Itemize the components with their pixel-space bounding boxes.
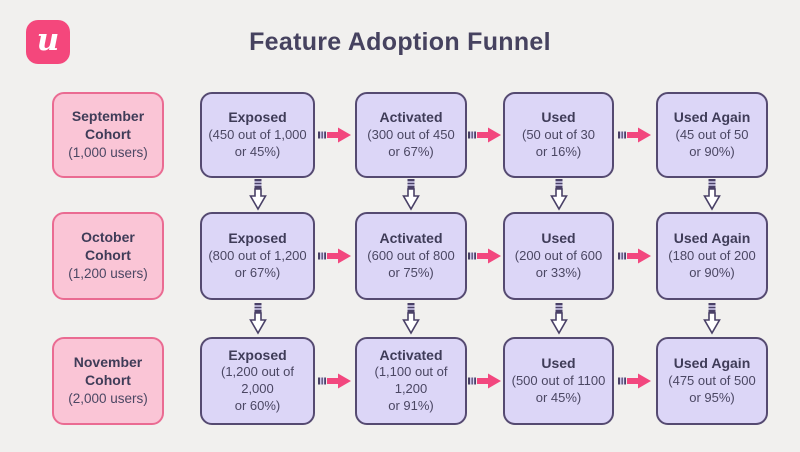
stage-stat-line1: (300 out of 450: [367, 126, 455, 142]
cohort-size: (1,000 users): [68, 145, 148, 161]
right-arrow-icon: [468, 127, 501, 143]
stage-stat-line1: (200 out of 600: [514, 247, 603, 263]
right-arrow-icon: [618, 248, 651, 264]
down-arrow-icon: [703, 302, 721, 335]
stage-box-used-again-r1: Used Again (45 out of 50 or 90%): [656, 92, 768, 178]
stage-label: Exposed: [228, 230, 287, 247]
down-arrow-icon: [549, 302, 568, 335]
stage-stat-line2: or 16%): [535, 143, 582, 159]
cohort-size: (2,000 users): [68, 391, 148, 407]
stage-stat-line1: (180 out of 200: [668, 247, 756, 263]
stage-box-exposed-r1: Exposed (450 out of 1,000 or 45%): [200, 92, 315, 178]
right-arrow-icon: [618, 373, 651, 389]
cohort-name: October Cohort: [81, 229, 135, 263]
stage-stat-line2: or 33%): [535, 264, 582, 280]
right-arrow-icon: [318, 127, 351, 143]
cohort-size: (1,200 users): [68, 266, 148, 282]
stage-label: Exposed: [228, 346, 287, 363]
stage-box-activated-r2: Activated (600 out of 800 or 75%): [355, 212, 467, 300]
page-title: Feature Adoption Funnel: [249, 28, 551, 56]
stage-label: Used: [541, 230, 576, 247]
stage-box-used-r2: Used (200 out of 600 or 33%): [503, 212, 614, 300]
right-arrow-icon: [318, 248, 351, 264]
stage-box-exposed-r3: Exposed (1,200 out of 2,000 or 60%): [200, 337, 315, 425]
stage-label: Activated: [379, 346, 443, 363]
stage-box-exposed-r2: Exposed (800 out of 1,200 or 67%): [200, 212, 315, 300]
stage-stat-line2: or 90%): [689, 143, 735, 159]
stage-stat-line1: (500 out of 1100: [511, 372, 606, 388]
userpilot-logo: u: [26, 20, 70, 64]
stage-box-activated-r3: Activated (1,100 out of 1,200 or 91%): [355, 337, 467, 425]
stage-label: Used: [541, 355, 576, 372]
stage-stat-line1: (450 out of 1,000: [208, 126, 307, 142]
stage-stat-line1: (1,200 out of 2,000: [221, 364, 294, 397]
stage-stat-line1: (475 out of 500: [668, 372, 756, 388]
stage-stat-line2: or 90%): [689, 264, 735, 280]
stage-stat-line1: (600 out of 800: [367, 247, 455, 263]
stage-box-used-r1: Used (50 out of 30 or 16%): [503, 92, 614, 178]
right-arrow-icon: [318, 373, 351, 389]
down-arrow-icon: [248, 179, 267, 211]
stage-box-used-r3: Used (500 out of 1100 or 45%): [503, 337, 614, 425]
cohort-box-september: September Cohort (1,000 users): [52, 92, 164, 178]
stage-stat-line2: or 95%): [689, 389, 735, 405]
right-arrow-icon: [468, 248, 501, 264]
stage-label: Exposed: [228, 109, 287, 126]
stage-stat-line1: (800 out of 1,200: [208, 247, 307, 263]
stage-stat-line1: (1,100 out of 1,200: [374, 364, 448, 397]
logo-letter-u: u: [36, 21, 60, 58]
stage-stat-line2: or 75%): [388, 264, 434, 280]
right-arrow-icon: [468, 373, 501, 389]
stage-label: Activated: [379, 109, 443, 126]
stage-box-used-again-r3: Used Again (475 out of 500 or 95%): [656, 337, 768, 425]
stage-label: Activated: [379, 230, 443, 247]
right-arrow-icon: [618, 127, 651, 143]
down-arrow-icon: [402, 302, 420, 335]
cohort-box-october: October Cohort (1,200 users): [52, 212, 164, 300]
stage-label: Used Again: [673, 230, 751, 247]
cohort-name: September Cohort: [71, 108, 145, 142]
stage-stat-line2: or 60%): [234, 398, 281, 414]
stage-label: Used Again: [673, 109, 751, 126]
stage-stat-line1: (45 out of 50: [675, 126, 749, 142]
cohort-box-november: November Cohort (2,000 users): [52, 337, 164, 425]
funnel-grid: September Cohort (1,000 users) Exposed (…: [52, 92, 768, 425]
stage-stat-line1: (50 out of 30: [522, 126, 595, 142]
down-arrow-icon: [248, 302, 267, 335]
stage-stat-line2: or 45%): [535, 389, 582, 405]
stage-box-used-again-r2: Used Again (180 out of 200 or 90%): [656, 212, 768, 300]
stage-stat-line2: or 45%): [234, 143, 281, 159]
stage-stat-line2: or 67%): [234, 264, 281, 280]
stage-box-activated-r1: Activated (300 out of 450 or 67%): [355, 92, 467, 178]
down-arrow-icon: [703, 179, 721, 211]
cohort-name: November Cohort: [73, 354, 143, 388]
stage-stat-line2: or 67%): [388, 143, 434, 159]
stage-label: Used Again: [673, 355, 751, 372]
down-arrow-icon: [549, 179, 568, 211]
stage-stat-line2: or 91%): [388, 398, 434, 414]
down-arrow-icon: [402, 179, 420, 211]
stage-label: Used: [541, 109, 576, 126]
